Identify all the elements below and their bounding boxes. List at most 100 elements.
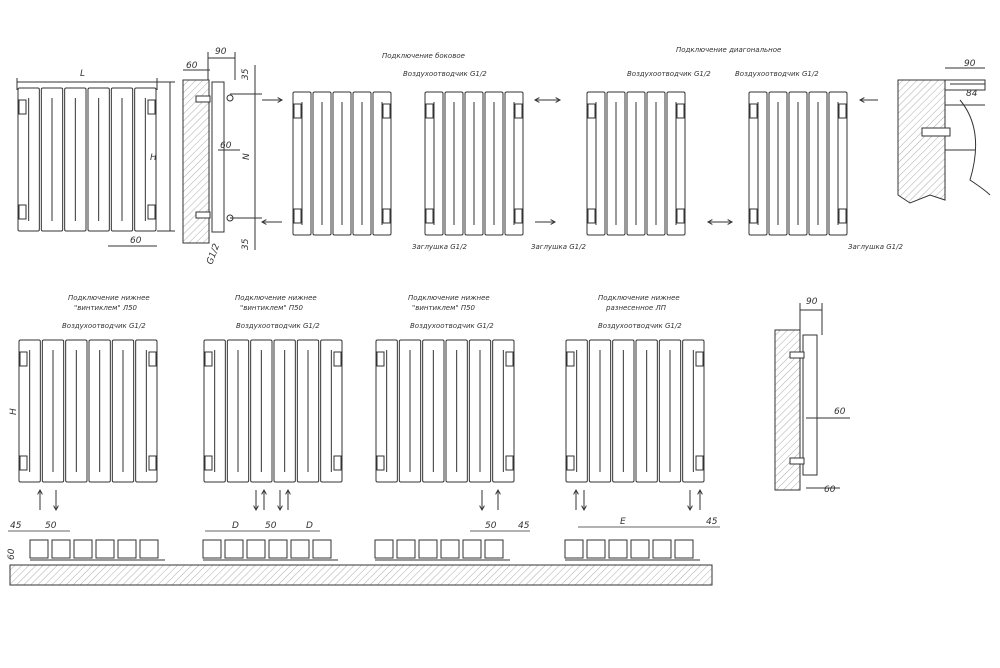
top-manifold: [293, 103, 302, 119]
radiator-column: [296, 339, 320, 483]
arrow-head: [495, 488, 501, 495]
radiator-column: [646, 91, 666, 236]
top-radiator-4: [748, 91, 848, 236]
bottom-manifold: [749, 208, 758, 224]
arrow-head: [573, 488, 579, 495]
top-manifold: [333, 351, 342, 367]
dim-L: L: [80, 69, 85, 79]
radiator-column: [606, 91, 626, 236]
radiator-column: [250, 339, 273, 483]
bottom-manifold: [838, 208, 847, 224]
dim-90-side: 90: [215, 47, 227, 57]
bt-title-2b: "винтиклем" П50: [240, 304, 304, 312]
bottom-manifold: [514, 208, 523, 224]
vent-label-1: Воздухоотводчик G1/2: [403, 70, 487, 78]
plan-box: [674, 539, 694, 559]
dim-60-mid: 60: [220, 141, 232, 151]
arrow-head: [533, 97, 540, 103]
bottom-manifold: [695, 455, 704, 471]
dim-D-b2b: D: [306, 521, 313, 531]
radiator-column: [484, 91, 504, 236]
vent-label-b3: Воздухоотводчик G1/2: [410, 322, 494, 330]
arrow-head: [37, 488, 43, 495]
plan-box: [139, 539, 159, 559]
plan-box: [608, 539, 628, 559]
radiator-column: [444, 91, 464, 236]
arrow-head: [706, 219, 713, 225]
radiator-column: [635, 339, 658, 483]
radiator-column: [768, 91, 788, 236]
plan-box: [117, 539, 137, 559]
top-manifold: [505, 351, 514, 367]
radiator-column: [424, 91, 444, 236]
plan-box: [246, 539, 266, 559]
vent-label-b1: Воздухоотводчик G1/2: [62, 322, 146, 330]
bt-title-4b: разнесенное ЛП: [605, 304, 667, 312]
radiator-column: [666, 91, 686, 236]
dim-90-wall-top: 90: [964, 59, 976, 69]
dim-50-b2: 50: [265, 521, 277, 531]
plan-box: [224, 539, 244, 559]
radiator-column: [110, 87, 134, 232]
wall-detail-top: [897, 67, 991, 204]
bottom-manifold: [587, 208, 596, 224]
plan-box: [462, 539, 482, 559]
top-manifold: [382, 103, 391, 119]
radiator-column: [17, 87, 40, 232]
radiator-column: [203, 339, 226, 483]
radiator-column: [588, 339, 612, 483]
arrow-head: [53, 505, 59, 512]
top-manifold: [425, 103, 434, 119]
flow-arrows: [37, 97, 878, 512]
bottom-manifold: [566, 455, 575, 471]
arrow-head: [277, 97, 284, 103]
arrow-head: [858, 97, 865, 103]
dim-N: N: [242, 153, 252, 160]
top-manifold: [147, 99, 156, 115]
plan-box: [29, 539, 49, 559]
bottom-manifold: [376, 455, 385, 471]
dim-H: H: [150, 153, 157, 163]
radiator-column: [40, 87, 64, 232]
top-manifold: [566, 351, 575, 367]
vent-label-3: Воздухоотводчик G1/2: [735, 70, 819, 78]
radiator-column: [292, 91, 312, 236]
radiator-column: [375, 339, 398, 483]
top-radiator-3: [586, 91, 686, 236]
dim-H-bottom: H: [9, 408, 19, 415]
arrow-head: [261, 488, 267, 495]
bottom-radiator-2: [203, 339, 343, 483]
bottom-manifold: [676, 208, 685, 224]
radiator-column: [464, 91, 484, 236]
radiator-column: [352, 91, 372, 236]
bottom-manifold: [148, 455, 157, 471]
arrow-head: [285, 488, 291, 495]
bt-title-3a: Подключение нижнее: [408, 294, 490, 302]
bottom-manifold: [333, 455, 342, 471]
plan-box: [312, 539, 332, 559]
dim-35-top: 35: [241, 68, 251, 80]
radiator-column: [41, 339, 65, 483]
dim-g12-side: G1/2: [205, 242, 222, 266]
radiator-column: [565, 339, 588, 483]
top-radiator-2: [424, 91, 524, 236]
radiator-column: [492, 339, 515, 483]
radiator-column: [18, 339, 41, 483]
bottom-manifold: [19, 455, 28, 471]
plan-box: [290, 539, 310, 559]
plan-box: [396, 539, 416, 559]
vent-label-2: Воздухоотводчик G1/2: [627, 70, 711, 78]
bottom-radiator-1: [18, 339, 158, 483]
radiator-column: [422, 339, 445, 483]
plan-box: [652, 539, 672, 559]
radiator-column: [682, 339, 705, 483]
plan-box: [564, 539, 584, 559]
dim-60-wall-bot: 60: [824, 485, 836, 495]
radiator-column: [445, 339, 468, 483]
bottom-manifold: [425, 208, 434, 224]
top-manifold: [18, 99, 27, 115]
arrow-head: [260, 219, 267, 225]
dim-84-wall-top: 84: [966, 89, 978, 99]
arrow-head: [253, 505, 259, 512]
